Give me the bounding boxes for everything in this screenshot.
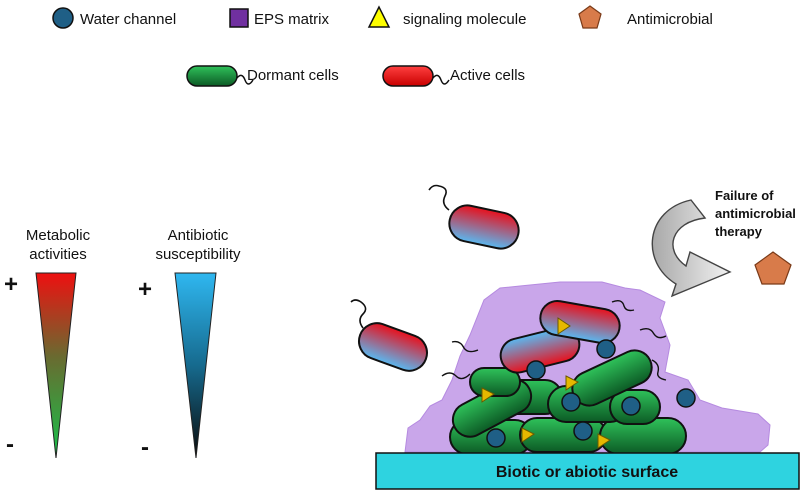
antimicrobial-pentagon-icon bbox=[578, 5, 602, 29]
antibiotic-gradient-triangle bbox=[174, 272, 217, 459]
water-channel-dot bbox=[526, 360, 546, 380]
legend-signaling-label: signaling molecule bbox=[403, 11, 526, 28]
flagellum-icon bbox=[639, 327, 667, 339]
free-active-cell-left bbox=[350, 299, 428, 372]
legend-antimicrobial: Antimicrobial bbox=[578, 5, 713, 29]
water-channel-dot bbox=[573, 421, 593, 441]
metabolic-label-line1: Metabolic bbox=[26, 227, 91, 244]
metabolic-plus-sign: + bbox=[4, 271, 18, 298]
dormant-cell-icon bbox=[186, 65, 238, 87]
free-active-cell-top bbox=[428, 184, 520, 250]
surface-bar bbox=[375, 452, 800, 490]
failure-text-line2: antimicrobial bbox=[715, 206, 796, 221]
antibiotic-label-line2: susceptibility bbox=[155, 246, 241, 263]
signaling-triangle bbox=[557, 317, 571, 335]
legend-antimicrobial-label: Antimicrobial bbox=[627, 11, 713, 28]
flagellum-icon bbox=[611, 299, 635, 312]
water-channel-dot bbox=[676, 388, 696, 408]
metabolic-activity-gradient: Metabolic activities + - bbox=[4, 227, 91, 459]
signaling-triangle bbox=[521, 427, 535, 443]
legend-dormant-label: Dormant cells bbox=[247, 67, 339, 84]
failure-of-therapy: Failure of antimicrobial therapy bbox=[651, 188, 796, 298]
surface: Biotic or abiotic surface bbox=[375, 452, 800, 490]
active-cell-icon bbox=[382, 65, 434, 87]
antibiotic-susceptibility-gradient: Antibiotic susceptibility + - bbox=[138, 227, 241, 461]
failure-text-line1: Failure of bbox=[715, 188, 774, 203]
legend-signaling: signaling molecule bbox=[367, 5, 526, 28]
flagellum-icon bbox=[236, 74, 254, 85]
surface-label: Biotic or abiotic surface bbox=[496, 464, 678, 481]
flagellum-icon bbox=[651, 359, 667, 381]
biofilm-cluster bbox=[441, 299, 696, 455]
signaling-triangle bbox=[597, 433, 611, 449]
flagellum-icon bbox=[451, 340, 479, 353]
antibiotic-label-line1: Antibiotic bbox=[168, 227, 229, 244]
active-cell-left bbox=[358, 322, 428, 372]
flagellum-icon bbox=[428, 184, 450, 211]
flagellum-icon bbox=[441, 372, 471, 380]
legend-eps-matrix-label: EPS matrix bbox=[254, 11, 330, 28]
water-channel-dot bbox=[486, 428, 506, 448]
signaling-triangle-icon bbox=[367, 5, 391, 28]
antimicrobial-pentagon-icon bbox=[754, 251, 792, 285]
flagellum-icon bbox=[432, 74, 450, 85]
antibiotic-plus-sign: + bbox=[138, 276, 152, 303]
water-channel-dot bbox=[621, 396, 641, 416]
legend-dormant: Dormant cells bbox=[186, 65, 339, 87]
legend-water-channel: Water channel bbox=[52, 7, 176, 29]
failure-text-line3: therapy bbox=[715, 224, 763, 239]
signaling-triangle bbox=[481, 387, 495, 403]
metabolic-minus-sign: - bbox=[6, 431, 14, 458]
water-channel-icon bbox=[52, 7, 74, 29]
flagellum-icon bbox=[350, 299, 367, 329]
antibiotic-minus-sign: - bbox=[141, 434, 149, 461]
signaling-triangle bbox=[565, 375, 579, 391]
curved-arrow-icon bbox=[651, 199, 732, 298]
metabolic-label-line2: activities bbox=[29, 246, 87, 263]
active-cell-top bbox=[448, 204, 520, 250]
legend-active-label: Active cells bbox=[450, 67, 525, 84]
water-channel-dot bbox=[561, 392, 581, 412]
legend-active: Active cells bbox=[382, 65, 525, 87]
eps-matrix-icon bbox=[229, 8, 249, 28]
legend-water-channel-label: Water channel bbox=[80, 11, 176, 28]
legend-eps-matrix: EPS matrix bbox=[229, 8, 330, 28]
water-channel-dot bbox=[596, 339, 616, 359]
metabolic-gradient-triangle bbox=[35, 272, 77, 459]
